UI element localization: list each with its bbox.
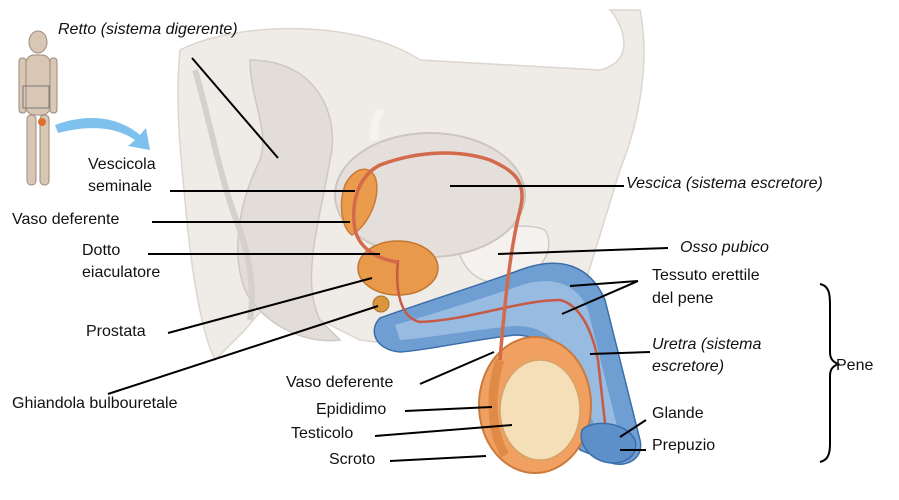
seminal-vesicle-shape bbox=[340, 168, 378, 236]
vas-deferens-shape bbox=[352, 151, 524, 361]
label-ghiandola: Ghiandola bulbouretale bbox=[12, 395, 178, 412]
leader-tessuto-b bbox=[561, 280, 639, 315]
leader-scroto bbox=[389, 455, 487, 462]
leader-glande bbox=[619, 419, 647, 438]
label-dotto-line2: eiaculatore bbox=[82, 264, 161, 281]
pointer-arrow bbox=[55, 117, 150, 150]
label-vescicola-line2: seminale bbox=[88, 178, 153, 195]
sacrum-shape bbox=[192, 69, 255, 321]
label-testicolo: Testicolo bbox=[291, 425, 354, 442]
leader-tessuto-a bbox=[569, 280, 639, 287]
leader-testicolo bbox=[374, 424, 513, 437]
label-glande: Glande bbox=[652, 405, 704, 422]
leader-ghiandola bbox=[107, 305, 379, 395]
erectile-inner-shape bbox=[395, 281, 619, 445]
label-epididimo: Epididimo bbox=[316, 401, 387, 418]
body-thumbnail bbox=[18, 30, 58, 186]
bulbourethral-gland-shape bbox=[372, 295, 390, 313]
label-prostata: Prostata bbox=[86, 323, 146, 340]
leader-prostata bbox=[167, 277, 373, 334]
epididymis-shape bbox=[488, 358, 509, 458]
testis-shape bbox=[499, 359, 581, 461]
label-uretra-line2: escretore) bbox=[652, 358, 725, 375]
rectum-shape bbox=[237, 59, 342, 342]
urethra-shape bbox=[396, 259, 610, 451]
leader-lines bbox=[107, 57, 669, 462]
label-tessuto-line2: del pene bbox=[652, 290, 714, 307]
label-vaso-deferente-top: Vaso deferente bbox=[12, 211, 120, 228]
label-tessuto-line1: Tessuto erettile bbox=[652, 267, 760, 284]
label-uretra-line1: Uretra (sistema bbox=[652, 336, 762, 353]
label-prepuzio: Prepuzio bbox=[652, 437, 716, 454]
ureter-shape bbox=[370, 108, 384, 141]
leader-uretra bbox=[589, 351, 651, 355]
label-dotto-line1: Dotto bbox=[82, 242, 121, 259]
leader-osso bbox=[497, 247, 669, 255]
leader-retto bbox=[191, 57, 279, 159]
label-vescica: Vescica (sistema escretore) bbox=[626, 175, 823, 192]
label-vaso-deferente-bottom: Vaso deferente bbox=[286, 374, 394, 391]
label-scroto: Scroto bbox=[329, 451, 376, 468]
pene-bracket bbox=[819, 283, 841, 463]
label-pene: Pene bbox=[836, 357, 874, 374]
leader-vaso-bottom bbox=[419, 351, 495, 385]
label-osso-pubico: Osso pubico bbox=[680, 239, 769, 256]
glans-shape bbox=[580, 422, 637, 464]
label-retto: Retto (sistema digerente) bbox=[58, 21, 238, 38]
leader-epididimo bbox=[404, 406, 493, 412]
label-vescicola-line1: Vescicola bbox=[88, 156, 156, 173]
